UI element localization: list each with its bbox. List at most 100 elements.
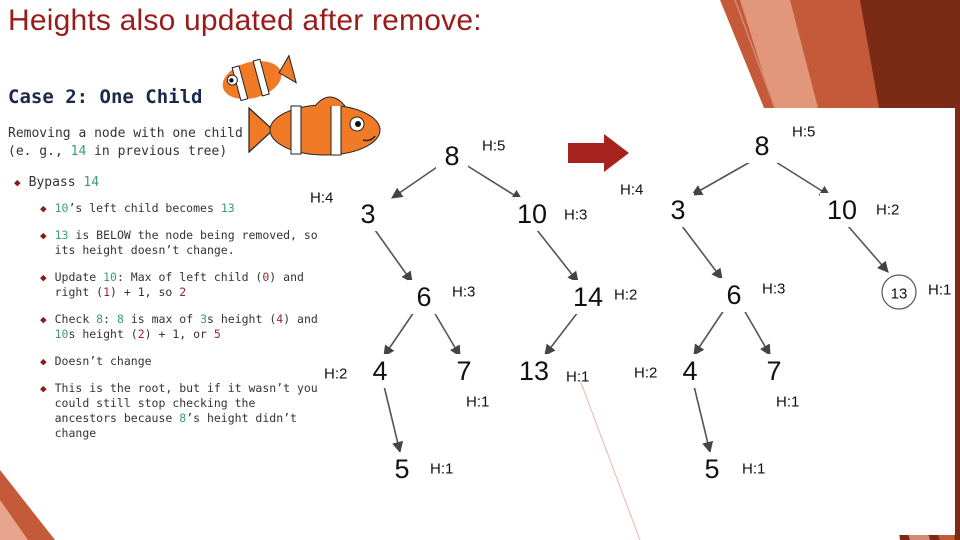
text-run: This is the root, but if it wasn’t you c… bbox=[54, 381, 318, 425]
tree-edge bbox=[691, 161, 751, 196]
highlight-node: 8 bbox=[179, 411, 187, 425]
node-value: 8 bbox=[754, 131, 769, 161]
highlight-value: 0 bbox=[262, 270, 270, 284]
tree-node: 6 H:3 bbox=[408, 280, 475, 314]
bullet-text: 13 is BELOW the node being removed, so i… bbox=[55, 228, 324, 258]
height-label: H:1 bbox=[928, 282, 951, 299]
highlight-value: 5 bbox=[213, 327, 221, 341]
text-run: s height ( bbox=[68, 327, 138, 341]
tree-edge bbox=[391, 164, 441, 199]
decor-line bbox=[734, 0, 776, 109]
intro-line: Removing a node with one child bbox=[8, 126, 243, 141]
tree-edge bbox=[693, 385, 714, 454]
height-label: H:1 bbox=[430, 461, 453, 478]
tree-edge bbox=[465, 164, 523, 201]
sub-bullet-item: ◆ This is the root, but if it wasn’t you… bbox=[40, 381, 324, 441]
height-label: H:5 bbox=[482, 138, 505, 155]
sub-bullet-item: ◆ Doesn’t change bbox=[40, 354, 324, 369]
node-value: 5 bbox=[704, 454, 719, 484]
text-run: Update bbox=[54, 270, 104, 284]
text-run: (e. g., bbox=[8, 144, 71, 159]
node-value: 10 bbox=[517, 199, 547, 229]
highlight-node: 13 bbox=[54, 228, 69, 242]
tree-node: 8 H:5 bbox=[746, 124, 815, 163]
text-run: : bbox=[103, 312, 117, 326]
height-label: H:3 bbox=[762, 281, 785, 298]
text-run: ) + 1, so bbox=[110, 285, 180, 299]
height-label: H:1 bbox=[566, 369, 589, 386]
sub-bullet-item: ◆ 13 is BELOW the node being removed, so… bbox=[40, 228, 324, 258]
height-label: H:4 bbox=[310, 190, 333, 207]
bullet-text: 10’s left child becomes 13 bbox=[55, 201, 235, 216]
height-label: H:2 bbox=[876, 202, 899, 219]
text-run: is max of bbox=[123, 312, 201, 326]
tree-edge bbox=[693, 309, 725, 356]
clownfish-small bbox=[222, 54, 297, 102]
diamond-bullet-icon: ◆ bbox=[40, 229, 47, 242]
node-value: 5 bbox=[394, 454, 409, 484]
height-label: H:1 bbox=[466, 394, 489, 411]
highlight-value: 1 bbox=[103, 285, 111, 299]
diamond-bullet-icon: ◆ bbox=[40, 313, 47, 326]
text-run: Bypass bbox=[28, 175, 84, 190]
text-run: Check bbox=[54, 312, 97, 326]
text-run: s height ( bbox=[207, 312, 277, 326]
tree-edge bbox=[775, 161, 831, 197]
tree-node: 14 H:2 bbox=[566, 280, 637, 314]
diamond-bullet-icon: ◆ bbox=[40, 382, 47, 395]
diamond-bullet-icon: ◆ bbox=[40, 202, 47, 215]
tree-edge bbox=[383, 385, 404, 454]
tree-node-circled: 13 H:1 bbox=[881, 274, 951, 310]
highlight-node: 8 bbox=[96, 312, 104, 326]
tree-after: 8 H:5 3 H:4 10 H:2 6 H:3 13 H:1 4 H:2 bbox=[620, 124, 951, 486]
height-label: H:3 bbox=[564, 207, 587, 224]
node-value: 4 bbox=[372, 356, 387, 386]
highlight-node: 14 bbox=[70, 144, 87, 159]
text-run: ) and right ( bbox=[54, 270, 304, 299]
tree-node: 4 H:2 bbox=[324, 354, 396, 388]
tree-node: 5 H:1 bbox=[386, 452, 453, 486]
sub-bullet-item: ◆ Check 8: 8 is max of 3s height (4) and… bbox=[40, 312, 324, 342]
page-title: Heights also updated after remove: bbox=[8, 4, 482, 37]
height-label: H:2 bbox=[324, 366, 347, 383]
tree-node: 4 H:2 bbox=[634, 354, 706, 388]
tree-node: 6 H:3 bbox=[718, 278, 785, 312]
node-value: 10 bbox=[827, 195, 857, 225]
intro-line: (e. g., 14 in previous tree) bbox=[8, 143, 308, 161]
clownfish-illustration bbox=[222, 54, 381, 156]
text-run: ) + 1, or bbox=[144, 327, 214, 341]
node-value: 7 bbox=[766, 356, 781, 386]
highlight-node: 14 bbox=[83, 175, 100, 190]
tree-edge bbox=[536, 229, 579, 283]
height-label: H:4 bbox=[620, 182, 643, 199]
height-label: H:5 bbox=[792, 124, 815, 141]
text-run: ’s height didn’t change bbox=[54, 411, 297, 440]
height-label: H:3 bbox=[452, 284, 475, 301]
text-run: ) and bbox=[283, 312, 318, 326]
height-label: H:2 bbox=[634, 365, 657, 382]
decor-left-corner-light bbox=[0, 500, 28, 540]
height-label: H:1 bbox=[742, 461, 765, 478]
tree-node: 7 H:1 bbox=[758, 354, 799, 411]
bullet-item: ◆ Bypass 14 bbox=[14, 174, 324, 191]
node-value: 6 bbox=[726, 280, 741, 310]
node-value: 4 bbox=[682, 356, 697, 386]
text-run: is BELOW the node being removed, so its … bbox=[54, 228, 318, 257]
node-value: 3 bbox=[670, 195, 685, 225]
tree-edge bbox=[681, 225, 723, 280]
text-run: in previous tree) bbox=[86, 144, 228, 159]
tree-node: 8 H:5 bbox=[436, 138, 505, 173]
node-value: 6 bbox=[416, 282, 431, 312]
highlight-node: 8 bbox=[116, 312, 124, 326]
decor-line bbox=[579, 379, 641, 540]
highlight-node: 13 bbox=[220, 201, 235, 215]
tree-node: 10 H:2 bbox=[820, 193, 899, 227]
diamond-bullet-icon: ◆ bbox=[14, 176, 21, 189]
highlight-node: 10 bbox=[54, 201, 69, 215]
diamond-bullet-icon: ◆ bbox=[40, 271, 47, 284]
tree-node: 5 H:1 bbox=[696, 452, 765, 486]
tree-node: 7 H:1 bbox=[448, 354, 489, 411]
highlight-node: 3 bbox=[200, 312, 208, 326]
